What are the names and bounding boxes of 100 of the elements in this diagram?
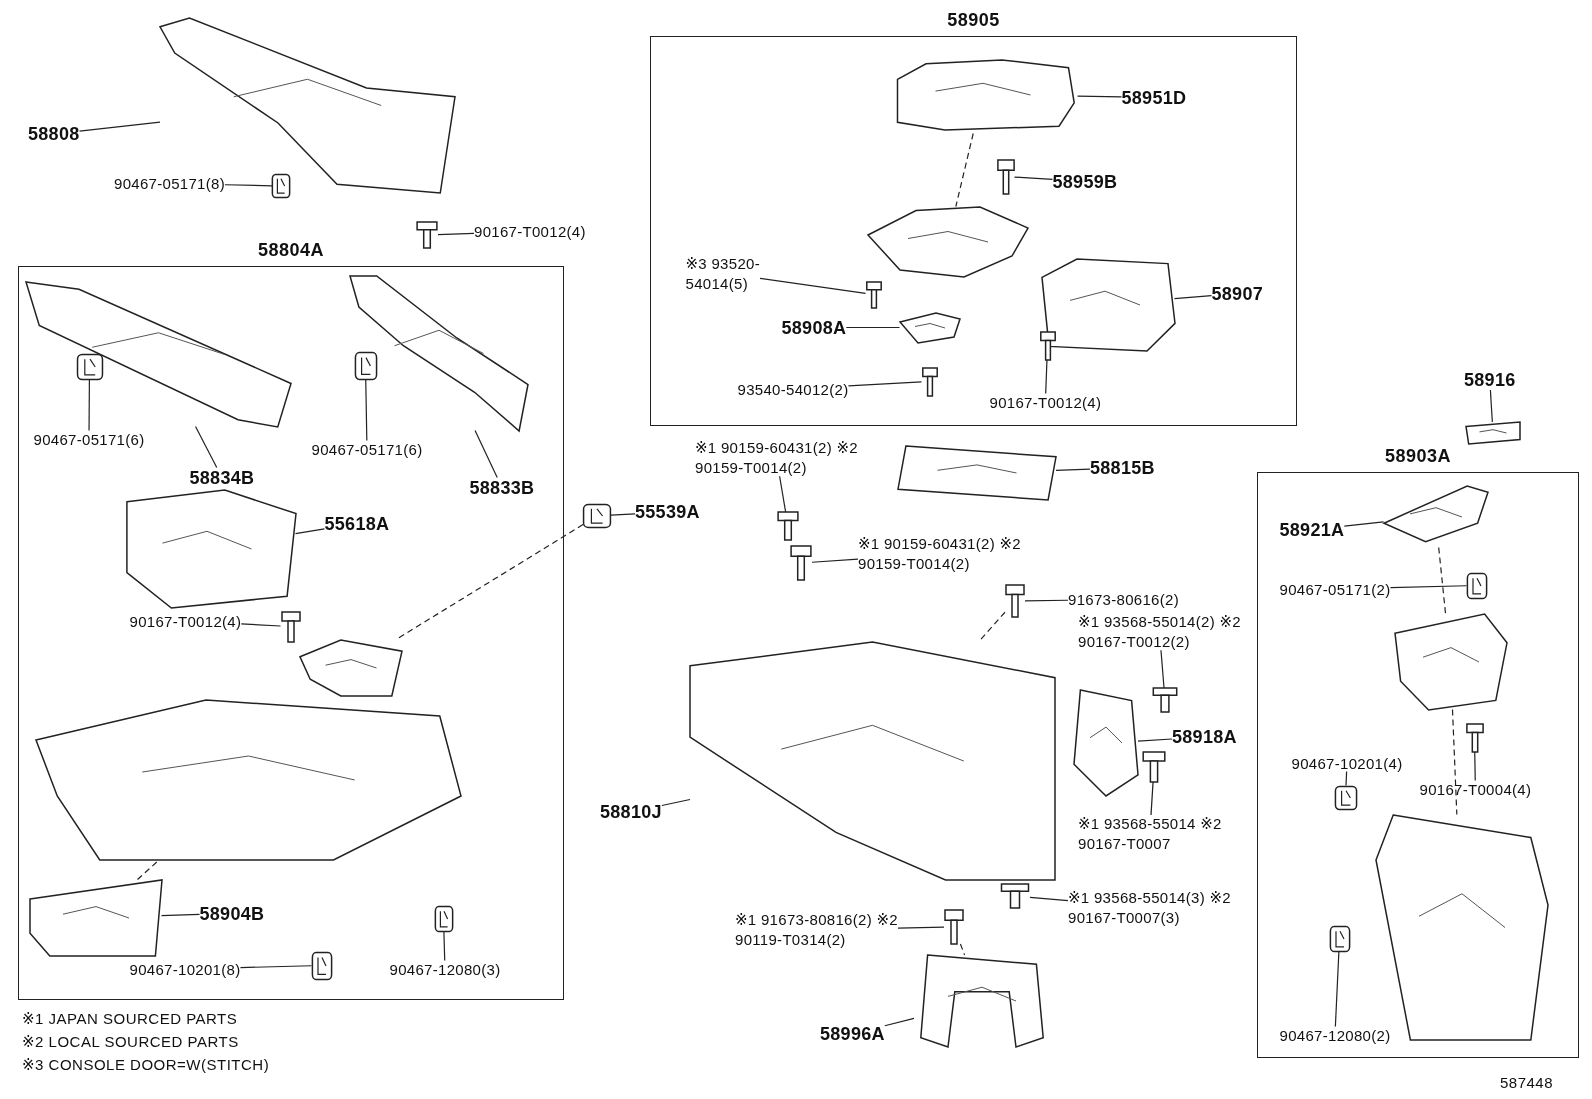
- clip-drawing: [76, 353, 103, 380]
- leader-line: [1013, 176, 1054, 181]
- leader-line: [78, 121, 161, 132]
- part-number: 90467-05171(2): [1279, 579, 1428, 600]
- leader-line: [1345, 770, 1348, 787]
- screw-drawing: [1039, 331, 1056, 360]
- leader-line: [847, 381, 923, 387]
- leader-line: [1137, 738, 1173, 742]
- group-part-number: 58905: [946, 10, 1001, 31]
- leader-line: [1474, 750, 1476, 782]
- part-number: 58810J: [600, 800, 676, 825]
- leader-line: [1173, 295, 1213, 300]
- leader-line: [474, 429, 498, 479]
- footnote: ※2 LOCAL SOURCED PARTS: [22, 1033, 239, 1051]
- part-number: ※1 90159-60431(2) ※2 90159-T0014(2): [858, 534, 1028, 575]
- screw-drawing: [996, 159, 1015, 194]
- clip-drawing: [583, 504, 611, 528]
- part-number: 90167-T0004(4): [1419, 779, 1568, 800]
- screw-drawing: [1142, 752, 1166, 782]
- part-number: 90467-05171(8): [114, 174, 262, 195]
- part-number: 55618A: [324, 511, 401, 536]
- part-number: 58808: [28, 122, 92, 147]
- part-number: 90167-T0012(4): [989, 392, 1140, 413]
- leader-line: [661, 798, 691, 807]
- leader-line: [88, 378, 90, 432]
- part-number: 90467-05171(6): [33, 429, 182, 450]
- group-part-number: 58903A: [1383, 446, 1453, 467]
- screw-drawing: [1000, 884, 1030, 908]
- part-number: 58918A: [1172, 725, 1248, 750]
- part-number: 58921A: [1279, 517, 1358, 542]
- part-number: 58907: [1211, 281, 1274, 306]
- console-drawing: [690, 642, 1055, 880]
- tray-drawing: [29, 879, 162, 956]
- leader-line: [1076, 95, 1123, 98]
- part-number: 91673-80616(2): [1068, 590, 1218, 611]
- screw-drawing: [1465, 723, 1484, 752]
- part-number: 93540-54012(2): [737, 379, 888, 400]
- assembly-line: [955, 132, 974, 208]
- leader-line: [897, 926, 945, 929]
- clip-drawing: [311, 951, 332, 980]
- tray-drawing: [1394, 613, 1507, 710]
- console-drawing: [35, 699, 461, 860]
- part-number: 58815B: [1090, 456, 1166, 481]
- leader-line: [779, 475, 787, 513]
- clip-drawing: [1329, 925, 1350, 952]
- leader-line: [1489, 389, 1493, 423]
- screw-drawing: [280, 611, 301, 642]
- part-number: ※1 91673-80816(2) ※2 90119-T0314(2): [735, 910, 905, 951]
- leader-line: [224, 184, 273, 187]
- part-number: 90467-12080(2): [1279, 1025, 1428, 1046]
- side-panel-drawing: [25, 281, 291, 427]
- leader-line: [443, 930, 446, 962]
- leader-line: [194, 425, 218, 469]
- leader-line: [240, 623, 282, 627]
- leader-line: [759, 277, 867, 294]
- clip-drawing: [272, 174, 290, 198]
- leader-line: [811, 558, 859, 563]
- screw-drawing: [944, 910, 964, 944]
- part-number: 90467-10201(4): [1291, 753, 1440, 774]
- leader-line: [1024, 599, 1069, 602]
- part-number: 58916: [1464, 368, 1528, 393]
- screw-drawing: [865, 281, 882, 308]
- part-number: 58833B: [469, 475, 546, 500]
- screw-drawing: [1005, 585, 1025, 617]
- part-number: 58959B: [1052, 169, 1145, 194]
- leader-line: [884, 1017, 915, 1027]
- screw-drawing: [790, 546, 812, 580]
- leader-line: [1150, 781, 1154, 816]
- leader-line: [610, 513, 636, 516]
- part-number: ※3 93520-54014(5): [685, 253, 816, 294]
- leader-line: [365, 378, 368, 442]
- part-number: 90467-05171(6): [311, 439, 460, 460]
- clip-drawing: [354, 351, 377, 380]
- footnote: ※3 CONSOLE DOOR=W(STITCH): [22, 1056, 270, 1074]
- screw-drawing: [777, 512, 799, 540]
- leader-line: [1029, 896, 1069, 902]
- leader-line: [1334, 950, 1340, 1028]
- part-number: 55539A: [635, 500, 711, 525]
- leader-line: [1055, 468, 1091, 471]
- armrest-base-drawing: [867, 206, 1028, 277]
- assembly-line: [959, 943, 966, 956]
- bracket-drawing: [1074, 690, 1138, 796]
- part-number: 58834B: [189, 465, 266, 490]
- screw-drawing: [1152, 688, 1178, 712]
- footnote: ※1 JAPAN SOURCED PARTS: [22, 1010, 238, 1028]
- part-number: 90467-12080(3): [389, 959, 538, 980]
- footnote: 587448: [1500, 1074, 1554, 1091]
- part-number: 58908A: [781, 315, 860, 340]
- assembly-line: [1451, 708, 1458, 816]
- part-number: 58996A: [820, 1022, 896, 1047]
- plate-drawing: [899, 312, 960, 343]
- pad-drawing: [1466, 422, 1520, 444]
- screw-drawing: [416, 222, 438, 248]
- part-number: 58951D: [1121, 85, 1218, 110]
- leader-line: [845, 326, 901, 329]
- clip-drawing: [434, 905, 453, 932]
- part-number: 58904B: [199, 901, 276, 926]
- mat-drawing: [898, 446, 1056, 500]
- leader-line: [294, 528, 326, 535]
- group-part-number: 58804A: [256, 240, 326, 261]
